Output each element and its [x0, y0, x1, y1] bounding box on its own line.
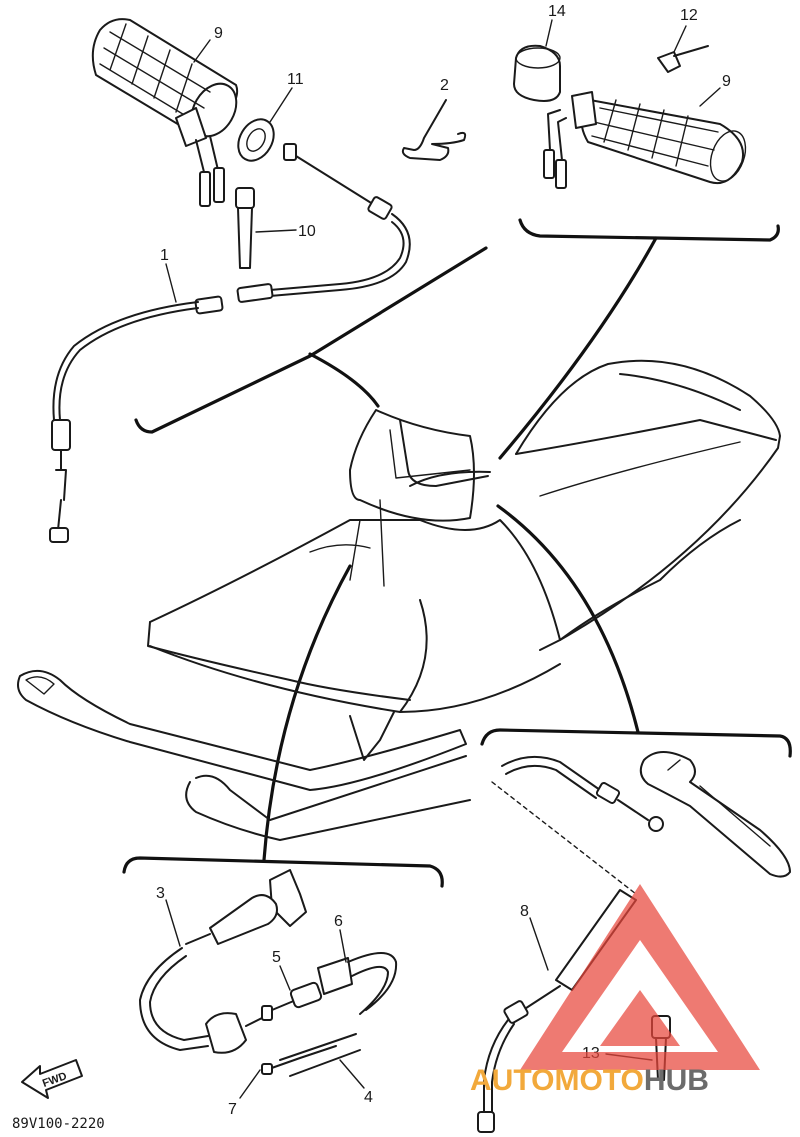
snowmobile-body [17, 359, 781, 841]
part-label-10: 10 [298, 223, 316, 240]
part-label-2: 2 [440, 77, 449, 94]
grip-end-cap [513, 44, 561, 102]
part-label-14: 14 [548, 3, 566, 20]
dashed-leader [491, 781, 637, 895]
forward-direction-arrow: FWD [21, 1059, 83, 1099]
part-label-9a: 9 [214, 25, 223, 42]
part-label-1: 1 [160, 247, 169, 264]
diagram-code: 89V100-2220 [12, 1116, 105, 1132]
clip [401, 99, 467, 161]
brake-cable [477, 889, 637, 1133]
part-label-4: 4 [364, 1089, 373, 1106]
ring-seal [237, 118, 275, 162]
callout-bracket-bottom-right [480, 728, 792, 758]
kill-switch-assembly [139, 869, 398, 1077]
watermark-text-b: HUB [644, 1064, 709, 1097]
watermark-text-a: AUTOMOTO [470, 1064, 644, 1097]
part-label-3: 3 [156, 885, 165, 902]
part-label-12: 12 [680, 7, 698, 24]
cable-tie [235, 187, 255, 269]
part-labels: 9 11 2 14 12 9 10 1 3 6 5 7 4 8 13 [156, 3, 731, 1118]
callout-bracket-top-right [518, 218, 780, 242]
part-label-9b: 9 [722, 73, 731, 90]
part-label-6: 6 [334, 913, 343, 930]
part-label-7: 7 [228, 1101, 237, 1118]
watermark-logo [520, 884, 760, 1070]
callout-bracket-bottom-left [122, 856, 444, 888]
screw-bolt [657, 45, 709, 73]
throttle-cable [49, 143, 411, 543]
watermark-text: AUTOMOTOHUB [470, 1064, 709, 1097]
handlebar-grip-left [91, 18, 239, 207]
brake-lever-assembly [501, 751, 791, 878]
callout-bracket-top-left [134, 246, 488, 434]
handlebar-grip-right [543, 91, 747, 189]
part-label-5: 5 [272, 949, 281, 966]
part-label-8: 8 [520, 903, 529, 920]
part-label-11: 11 [287, 71, 304, 88]
